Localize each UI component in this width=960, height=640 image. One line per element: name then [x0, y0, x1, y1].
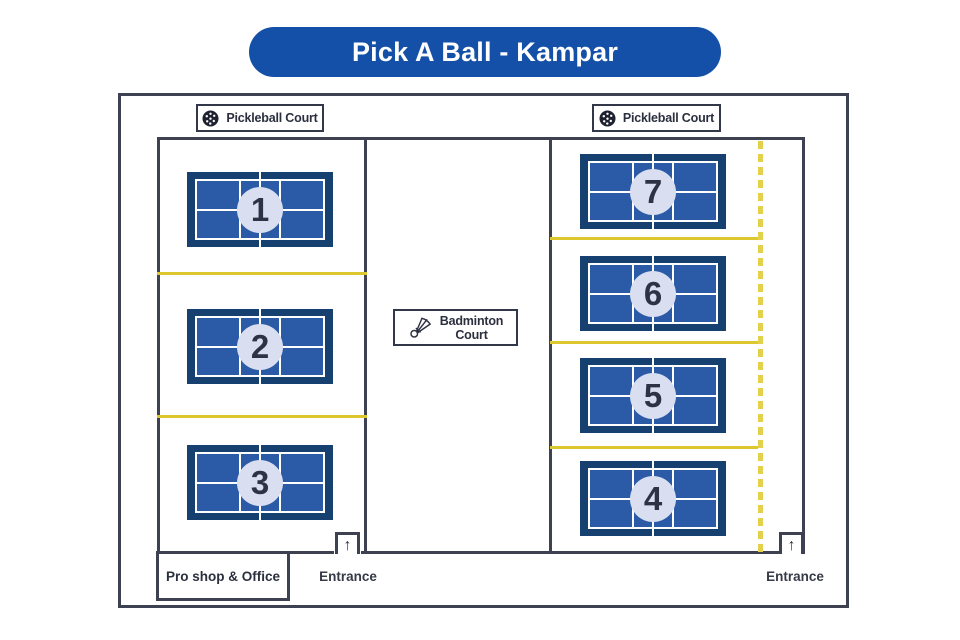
pickleball-court-3: 3 — [187, 445, 333, 520]
pickleball-court-label-text: Pickleball Court — [622, 111, 715, 125]
court-number: 1 — [250, 191, 270, 228]
pickleball-court-5: 5 — [580, 358, 726, 433]
court-number-badge: 3 — [237, 459, 283, 506]
right-room-wall-left — [549, 137, 552, 554]
pickleball-icon — [202, 110, 219, 126]
entrance-label-right: Entrance — [766, 569, 824, 584]
divider-right-2 — [550, 341, 758, 344]
left-room-wall-right — [364, 137, 367, 554]
arrow-up-icon: ↑ — [343, 537, 352, 554]
inner-wall-top — [157, 137, 805, 140]
divider-right-3 — [550, 446, 758, 449]
court-number: 3 — [250, 464, 270, 501]
court-number-badge: 1 — [237, 186, 283, 233]
title-banner: Pick A Ball - Kampar — [249, 27, 721, 77]
court-number-badge: 5 — [630, 372, 676, 419]
court-number-badge: 7 — [630, 168, 676, 215]
court-number-badge: 4 — [630, 475, 676, 522]
divider-left-1 — [157, 272, 367, 275]
pro-shop-office: Pro shop & Office — [156, 551, 290, 601]
entrance-door-right: ↑ — [779, 532, 804, 554]
court-number: 7 — [643, 173, 663, 210]
pickleball-court-4: 4 — [580, 461, 726, 536]
pickleball-icon — [599, 110, 616, 126]
pickleball-court-7: 7 — [580, 154, 726, 229]
entrance-label-left: Entrance — [319, 569, 377, 584]
court-number-badge: 2 — [237, 323, 283, 370]
court-number: 6 — [643, 275, 663, 312]
pickleball-court-label-right: Pickleball Court — [592, 104, 721, 132]
court-number: 4 — [643, 480, 663, 517]
right-room-wall-right — [802, 137, 805, 554]
pro-shop-label: Pro shop & Office — [165, 568, 280, 584]
divider-left-2 — [157, 415, 367, 418]
bottom-wall-middle-segment — [361, 551, 780, 554]
court-number: 5 — [643, 377, 663, 414]
dashed-boundary-line — [758, 141, 763, 552]
court-number-badge: 6 — [630, 270, 676, 317]
arrow-up-icon: ↑ — [787, 537, 796, 554]
badminton-court-label-text: Badminton Court — [439, 313, 504, 342]
entrance-door-left: ↑ — [335, 532, 360, 554]
pickleball-court-1: 1 — [187, 172, 333, 247]
pickleball-court-label-left: Pickleball Court — [196, 104, 324, 132]
court-number: 2 — [250, 328, 270, 365]
pickleball-court-6: 6 — [580, 256, 726, 331]
page-title: Pick A Ball - Kampar — [351, 36, 619, 67]
divider-right-1 — [550, 237, 758, 240]
left-room-wall-left — [157, 137, 160, 554]
pickleball-court-2: 2 — [187, 309, 333, 384]
badminton-court-label: Badminton Court — [393, 309, 518, 346]
shuttlecock-icon — [410, 317, 431, 338]
pickleball-court-label-text: Pickleball Court — [226, 111, 318, 125]
